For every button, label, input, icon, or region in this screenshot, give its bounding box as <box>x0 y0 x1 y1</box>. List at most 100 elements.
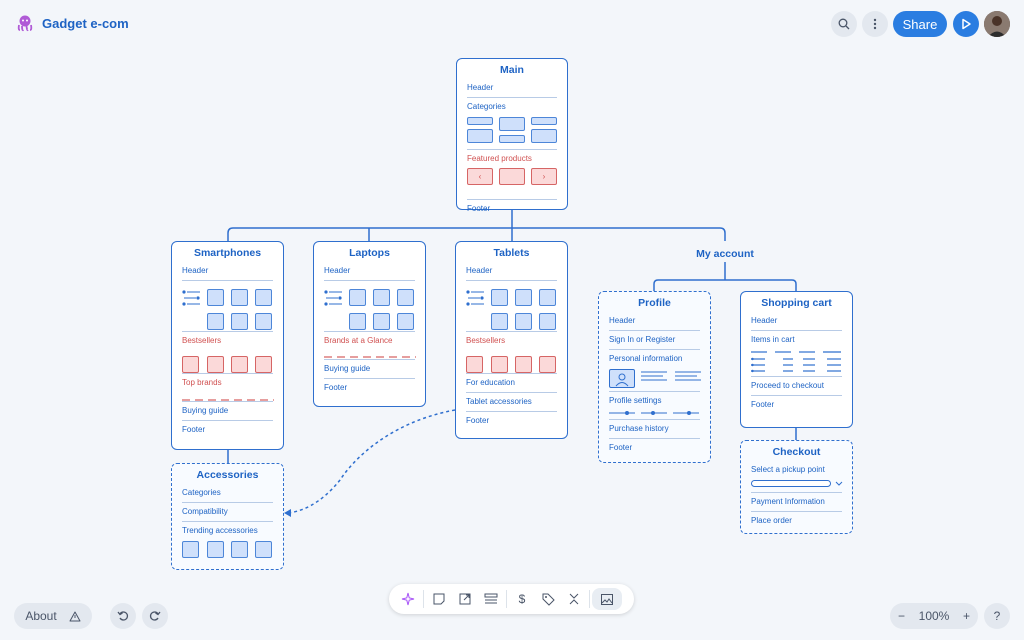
more-button[interactable] <box>862 11 888 37</box>
laptops-row-buying: Buying guide <box>324 360 415 379</box>
product-block <box>539 289 556 306</box>
tablets-row-accessories: Tablet accessories <box>466 393 557 412</box>
tools-toolbar: $ <box>389 584 634 614</box>
accessory-block <box>231 541 248 558</box>
cart-row-footer: Footer <box>751 400 775 409</box>
avatar[interactable] <box>984 11 1010 37</box>
carousel-next-icon: › <box>531 168 557 185</box>
about-label: About <box>25 609 57 623</box>
profile-row-history: Purchase history <box>609 420 700 439</box>
accessories-title: Accessories <box>196 469 259 481</box>
present-button[interactable] <box>953 11 979 37</box>
bestseller-block <box>207 356 224 373</box>
zoom-in-button[interactable]: + <box>962 609 970 623</box>
product-block <box>349 289 366 306</box>
carousel-prev-icon: ‹ <box>467 168 493 185</box>
smartphones-title: Smartphones <box>193 247 262 259</box>
search-button[interactable] <box>831 11 857 37</box>
product-block <box>515 313 532 330</box>
tag-icon <box>542 593 555 606</box>
main-row-categories-label: Categories <box>467 102 506 111</box>
app-title: Gadget e-com <box>42 15 129 31</box>
layout-icon <box>484 593 498 604</box>
laptops-card[interactable]: Laptops Header Brands at a Glance Buying… <box>313 241 426 407</box>
bestseller-block <box>466 356 483 373</box>
zoom-out-button[interactable]: − <box>898 609 906 623</box>
product-block <box>207 313 224 330</box>
product-grid <box>324 281 415 332</box>
bestseller-block <box>515 356 532 373</box>
laptops-row-brands: Brands at a Glance <box>324 332 415 360</box>
layout-button[interactable] <box>478 588 504 610</box>
cart-card[interactable]: Shopping cart Header Items in cart Proce… <box>740 291 853 428</box>
checkout-card[interactable]: Checkout Select a pickup point Payment I… <box>740 440 853 534</box>
share-button[interactable]: Share <box>893 11 947 37</box>
app-logo[interactable]: Gadget e-com <box>16 14 129 32</box>
profile-row-footer: Footer <box>609 443 633 452</box>
user-avatar-icon <box>984 11 1010 37</box>
product-block <box>373 313 390 330</box>
main-card[interactable]: Main Header Categories Featured products… <box>456 58 568 213</box>
tablets-row-bestsellers-label: Bestsellers <box>466 336 506 345</box>
profile-row-settings-label: Profile settings <box>609 396 662 405</box>
category-block <box>531 117 557 125</box>
cart-table-icon <box>751 351 841 373</box>
octopus-icon <box>17 15 33 32</box>
checkout-title: Checkout <box>772 446 821 458</box>
product-block <box>373 289 390 306</box>
pricing-button[interactable]: $ <box>509 588 535 610</box>
tablets-card[interactable]: Tablets Header Bestsellers For education… <box>455 241 568 439</box>
tablets-row-footer: Footer <box>466 416 490 425</box>
search-icon <box>838 18 850 30</box>
tag-button[interactable] <box>535 588 561 610</box>
category-block <box>499 117 525 131</box>
undo-button[interactable] <box>110 603 136 629</box>
product-block <box>231 289 248 306</box>
main-row-categories: Categories <box>467 98 557 150</box>
profile-title: Profile <box>638 297 671 309</box>
collapse-button[interactable] <box>561 588 587 610</box>
redo-icon <box>149 611 161 621</box>
laptops-row-header: Header <box>324 262 415 281</box>
tablets-title: Tablets <box>493 247 530 259</box>
accessories-card[interactable]: Accessories Categories Compatibility Tre… <box>171 463 284 570</box>
cart-title: Shopping cart <box>761 297 832 309</box>
image-button[interactable] <box>592 588 622 610</box>
category-block <box>467 117 493 125</box>
product-block <box>349 313 366 330</box>
cart-row-header: Header <box>751 312 842 331</box>
help-button[interactable]: ? <box>984 603 1010 629</box>
brand-dash-line <box>324 356 416 358</box>
main-row-featured: Featured products <box>467 150 557 200</box>
product-block <box>515 289 532 306</box>
main-row-featured-label: Featured products <box>467 154 532 163</box>
filter-icon <box>466 290 484 306</box>
tablets-row-bestsellers: Bestsellers <box>466 332 557 374</box>
bestseller-block <box>231 356 248 373</box>
accessory-block <box>182 541 199 558</box>
smartphones-row-header: Header <box>182 262 273 281</box>
brand-dash-line <box>182 399 274 401</box>
about-button[interactable]: About <box>14 603 92 629</box>
product-block <box>231 313 248 330</box>
embed-button[interactable] <box>452 588 478 610</box>
my-account-title[interactable]: My account <box>696 248 754 260</box>
smartphones-card[interactable]: Smartphones Header Bestsellers Top brand… <box>171 241 284 450</box>
text-lines-icon <box>641 371 701 381</box>
redo-button[interactable] <box>142 603 168 629</box>
profile-card[interactable]: Profile Header Sign In or Register Perso… <box>598 291 711 463</box>
ai-sparkle-button[interactable] <box>395 588 421 610</box>
sparkle-icon <box>401 592 415 606</box>
toolbar-divider <box>506 590 507 608</box>
main-row-footer: Footer <box>467 204 491 213</box>
product-block <box>207 289 224 306</box>
collapse-icon <box>569 593 579 605</box>
image-icon <box>601 593 613 605</box>
warning-icon <box>69 611 81 621</box>
profile-row-settings: Profile settings <box>609 392 700 420</box>
sticky-note-button[interactable] <box>426 588 452 610</box>
undo-icon <box>117 611 129 621</box>
smartphones-row-topbrands: Top brands <box>182 374 273 402</box>
bestseller-block <box>539 356 556 373</box>
toolbar-divider <box>423 590 424 608</box>
